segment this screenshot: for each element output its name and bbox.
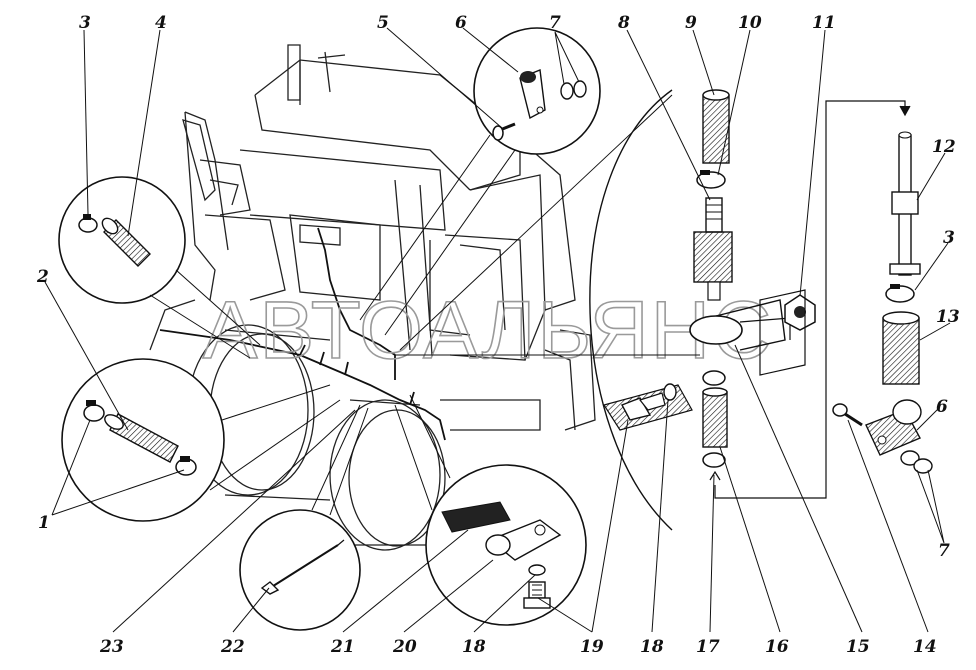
- hose-part-16: [702, 387, 728, 448]
- hose-clamp-part-1-upper: [83, 400, 105, 422]
- detail-arc-right: [395, 89, 700, 531]
- callout-14: 14: [913, 637, 937, 657]
- pipeline-route: [159, 227, 446, 441]
- callout-8: 8: [617, 13, 630, 33]
- clamp-part-17-top: [702, 370, 726, 386]
- nut-part-11: [784, 294, 816, 331]
- screw-part-5: [492, 122, 516, 141]
- callout-5: 5: [377, 13, 389, 33]
- callout-7-top: 7: [549, 13, 561, 33]
- hose-part-4: [101, 217, 151, 267]
- callout-7-right: 7: [938, 541, 950, 561]
- washers-part-7-right: [900, 450, 933, 474]
- gasket-part-21: [441, 501, 511, 533]
- screw-part-14: [832, 403, 863, 427]
- clamp-part-17-bottom: [702, 452, 726, 468]
- callout-15: 15: [846, 637, 870, 657]
- callout-18-right: 18: [640, 637, 664, 657]
- washers-part-7-top: [560, 80, 587, 100]
- hose-part-2: [104, 413, 179, 463]
- detail-circle-hose-2: [61, 358, 341, 522]
- fitting-part-8: [693, 197, 733, 301]
- callout-6-right: 6: [936, 397, 948, 417]
- clamp-part-3-right: [885, 284, 915, 303]
- clamp-part-10: [696, 170, 726, 189]
- leader-lines: [44, 27, 951, 633]
- callout-11: 11: [812, 13, 836, 33]
- clip-part-6-top: [519, 69, 546, 120]
- callout-19: 19: [580, 637, 604, 657]
- callout-2: 2: [36, 267, 49, 287]
- callout-numbers: 3 4 2 1 5 6 7 8 9 10 11 12 3 13 6 7 14 1…: [36, 13, 960, 657]
- callout-6-top: 6: [455, 13, 467, 33]
- tube-part-12: [889, 131, 921, 276]
- washer-part-18-detail: [528, 564, 546, 576]
- detail-circle-clip-20: [394, 394, 587, 626]
- callout-23: 23: [99, 637, 124, 657]
- machine-outline: [149, 44, 596, 551]
- callout-10: 10: [738, 13, 762, 33]
- clip-part-6-right: [865, 399, 922, 456]
- callout-17: 17: [696, 637, 720, 657]
- detail-circle-hose-4: [58, 176, 261, 359]
- callout-20: 20: [392, 637, 417, 657]
- callout-3-right: 3: [943, 228, 955, 248]
- callout-21: 21: [330, 637, 355, 657]
- hose-clamp-part-3: [78, 214, 98, 233]
- callout-22: 22: [220, 637, 245, 657]
- callout-3-top: 3: [79, 13, 91, 33]
- mount-plate-11: [759, 289, 806, 376]
- plate-bolt-part-19: [603, 384, 693, 431]
- sleeve-part-13: [882, 311, 920, 385]
- clip-part-20: [485, 519, 562, 561]
- callout-12: 12: [932, 137, 956, 157]
- watermark-text: АВТОАЛЬЯНС: [203, 285, 773, 376]
- bolt-part-19-detail: [523, 581, 551, 609]
- callout-9: 9: [685, 13, 697, 33]
- washer-part-18: [663, 383, 677, 401]
- sleeve-part-9: [702, 89, 730, 164]
- flow-arrow-path: [709, 100, 911, 499]
- callout-4: 4: [155, 13, 167, 33]
- callout-13: 13: [936, 307, 960, 327]
- callout-18-bottom: 18: [462, 637, 486, 657]
- bracket-part-15: [689, 299, 791, 351]
- callout-16: 16: [765, 637, 789, 657]
- callout-1: 1: [38, 513, 50, 533]
